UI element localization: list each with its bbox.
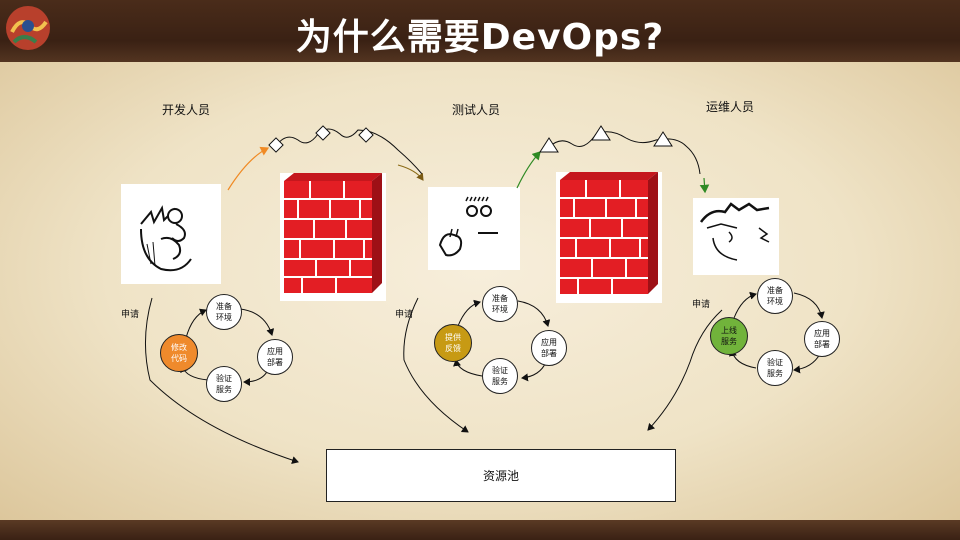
dev-wavy-line xyxy=(275,128,423,175)
test-wavy-line xyxy=(547,131,701,175)
tester-sketch xyxy=(428,187,520,270)
dev-node-deploy: 应用 部署 xyxy=(257,339,293,375)
page-title: 为什么需要DevOps? xyxy=(295,17,665,58)
role-tester: 测试人员 xyxy=(452,103,501,117)
dev-request-line xyxy=(145,297,299,464)
diamond-marker xyxy=(315,125,331,141)
test-to-ops-tail xyxy=(699,177,710,194)
dev-node-action: 修改 代码 xyxy=(160,334,198,372)
ops-request-line xyxy=(647,309,723,431)
dev-node-verify: 验证 服务 xyxy=(206,366,242,402)
triangle-marker xyxy=(539,137,559,153)
ops-face-icon xyxy=(699,202,770,261)
test-node-action: 提供 反馈 xyxy=(434,324,472,362)
brick-wall-test-ops xyxy=(556,172,662,303)
test-node-prepare: 准备 环境 xyxy=(482,286,518,322)
ops-apply-label: 申请 xyxy=(692,300,711,310)
role-ops: 运维人员 xyxy=(706,100,755,114)
ops-sketch xyxy=(693,198,779,275)
triangle-marker xyxy=(591,125,611,141)
tester-face-icon xyxy=(438,196,498,257)
role-developer: 开发人员 xyxy=(162,103,211,117)
brick-wall-dev-test xyxy=(280,173,386,301)
brick-wall-icon xyxy=(284,173,382,293)
diamond-marker xyxy=(358,127,374,143)
resource-pool-box: 资源池 xyxy=(326,449,676,502)
parchment-background xyxy=(0,62,960,524)
test-node-verify: 验证 服务 xyxy=(482,358,518,394)
ops-node-deploy: 应用 部署 xyxy=(804,321,840,357)
test-node-deploy: 应用 部署 xyxy=(531,330,567,366)
dev-to-test-tail xyxy=(397,164,424,181)
ops-node-prepare: 准备 环境 xyxy=(757,278,793,314)
test-request-line xyxy=(403,297,469,433)
developer-face-icon xyxy=(140,205,192,272)
ops-node-verify: 验证 服务 xyxy=(757,350,793,386)
footer-bar xyxy=(0,520,960,540)
diamond-marker xyxy=(268,137,284,153)
cloud-logo-icon xyxy=(6,6,50,50)
brick-wall-icon xyxy=(560,172,658,294)
ops-node-action: 上线 服务 xyxy=(710,317,748,355)
test-apply-label: 申请 xyxy=(395,310,414,320)
header-bar xyxy=(0,0,960,68)
dev-handoff-arrow xyxy=(227,146,270,191)
dev-node-prepare: 准备 环境 xyxy=(206,294,242,330)
dev-apply-label: 申请 xyxy=(121,310,140,320)
triangle-marker xyxy=(653,131,673,147)
developer-sketch xyxy=(121,184,221,284)
test-handoff-arrow xyxy=(516,151,541,189)
